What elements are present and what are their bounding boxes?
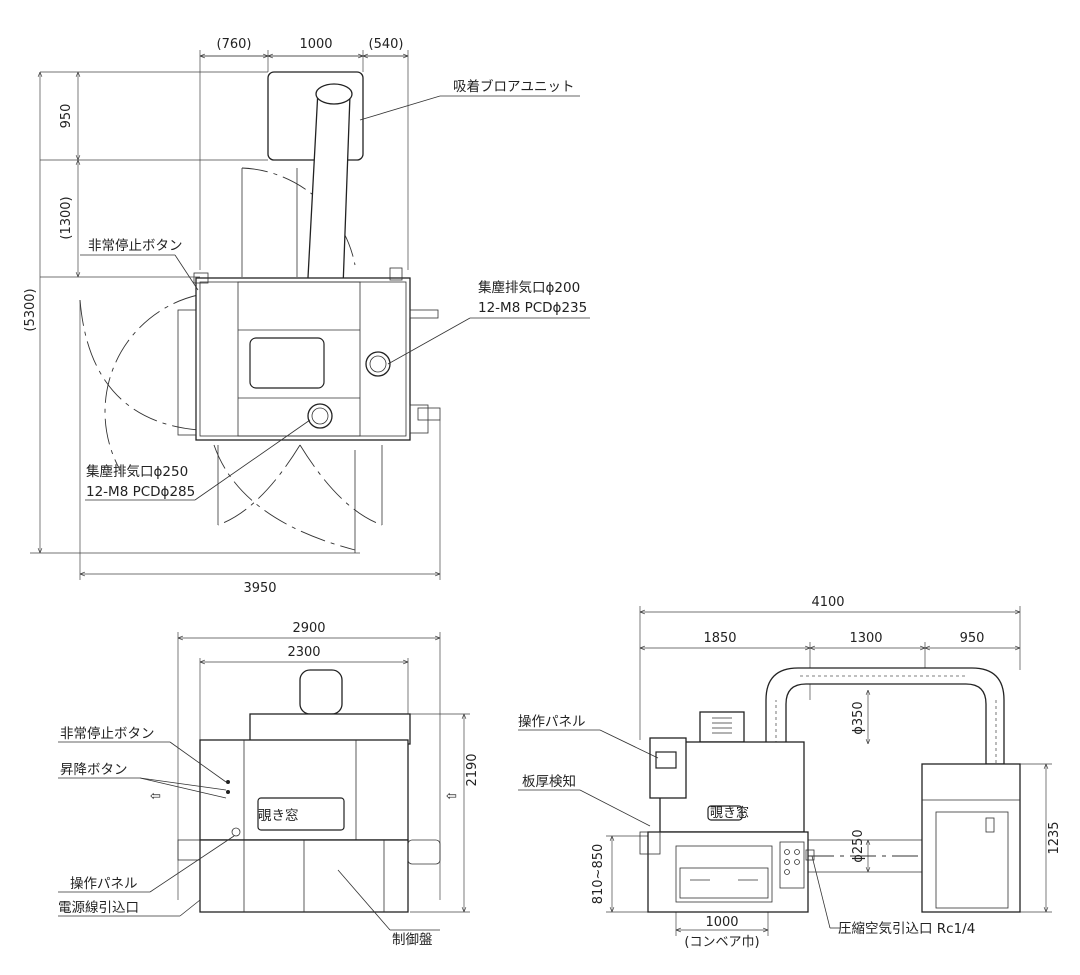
duct250-label-line2: 12-M8 PCDϕ285 — [86, 484, 195, 500]
dim-1300-side: 1300 — [849, 631, 882, 646]
dim-950-side: 950 — [960, 631, 985, 646]
duct200-label-line2: 12-M8 PCDϕ235 — [478, 300, 587, 316]
dim-1850: 1850 — [703, 631, 736, 646]
side-view: 4100 1850 1300 950 ϕ350 ϕ250 1235 810~85… — [518, 595, 1062, 950]
front-window-label: 覗き窓 — [258, 807, 299, 824]
duct250-label-line1: 集塵排気口ϕ250 — [86, 464, 188, 480]
dim-2190: 2190 — [465, 753, 480, 786]
right-flow-arrow: ⇦ — [446, 789, 457, 804]
estop-label-top: 非常停止ボタン — [88, 237, 183, 254]
dim-1235: 1235 — [1047, 821, 1062, 854]
dim-phi250: ϕ250 — [851, 829, 866, 862]
power-inlet-label: 電源線引込口 — [58, 900, 139, 916]
machine-body-top — [177, 267, 441, 441]
dim-760: (760) — [217, 37, 252, 52]
dim-2900: 2900 — [292, 621, 325, 636]
front-leaders — [58, 741, 440, 931]
machine-body-side — [639, 711, 815, 913]
front-dimensions: 2900 2300 2190 — [177, 621, 480, 913]
dim-810-850: 810~850 — [591, 844, 606, 905]
front-view: 2900 2300 2190 覗き窓 ⇦ ⇦ — [58, 621, 480, 948]
blower-unit-top — [267, 71, 364, 323]
air-inlet-label: 圧縮空気引込口 Rc1/4 — [838, 921, 975, 937]
side-window-label: 覗き窓 — [710, 805, 749, 821]
dim-2300: 2300 — [287, 645, 320, 660]
side-panel-label: 操作パネル — [518, 714, 586, 730]
duct200-label-line1: 集塵排気口ϕ200 — [478, 280, 580, 296]
top-height-dimensions: 950 (1300) (5300) — [23, 71, 360, 554]
dim-1300-vertical: (1300) — [59, 196, 74, 239]
side-dimensions: 4100 1850 1300 950 ϕ350 ϕ250 1235 810~85… — [591, 595, 1062, 950]
machine-body-front — [177, 669, 441, 913]
dim-5300-vertical: (5300) — [23, 288, 38, 331]
dim-phi350: ϕ350 — [851, 701, 866, 734]
thickness-detect-label: 板厚検知 — [522, 773, 576, 790]
dim-3950-group: 3950 — [79, 300, 441, 596]
door-swing-arcs — [79, 167, 383, 553]
control-panel-label: 制御盤 — [392, 932, 433, 948]
front-panel-label: 操作パネル — [70, 876, 138, 892]
dim-540: (540) — [369, 37, 404, 52]
top-view-leaders — [80, 95, 590, 501]
left-flow-arrow: ⇦ — [150, 789, 161, 804]
side-blower-box — [921, 763, 1021, 913]
updown-button-label: 昇降ボタン — [60, 762, 128, 778]
dim-950-vertical: 950 — [59, 104, 74, 129]
blower-unit-label: 吸着ブロアユニット — [453, 78, 575, 95]
dim-4100: 4100 — [811, 595, 844, 610]
dim-3950: 3950 — [243, 581, 276, 596]
dim-1000-conveyor: 1000 — [705, 915, 738, 930]
conveyor-width-label: (コンベア巾) — [684, 935, 759, 950]
side-leaders — [518, 729, 840, 929]
top-view: (760) 1000 (540) 950 (1300) (5300) 3950 — [23, 37, 590, 596]
dim-1000: 1000 — [299, 37, 332, 52]
top-width-dimensions: (760) 1000 (540) — [199, 37, 409, 270]
front-estop-label: 非常停止ボタン — [60, 725, 155, 742]
